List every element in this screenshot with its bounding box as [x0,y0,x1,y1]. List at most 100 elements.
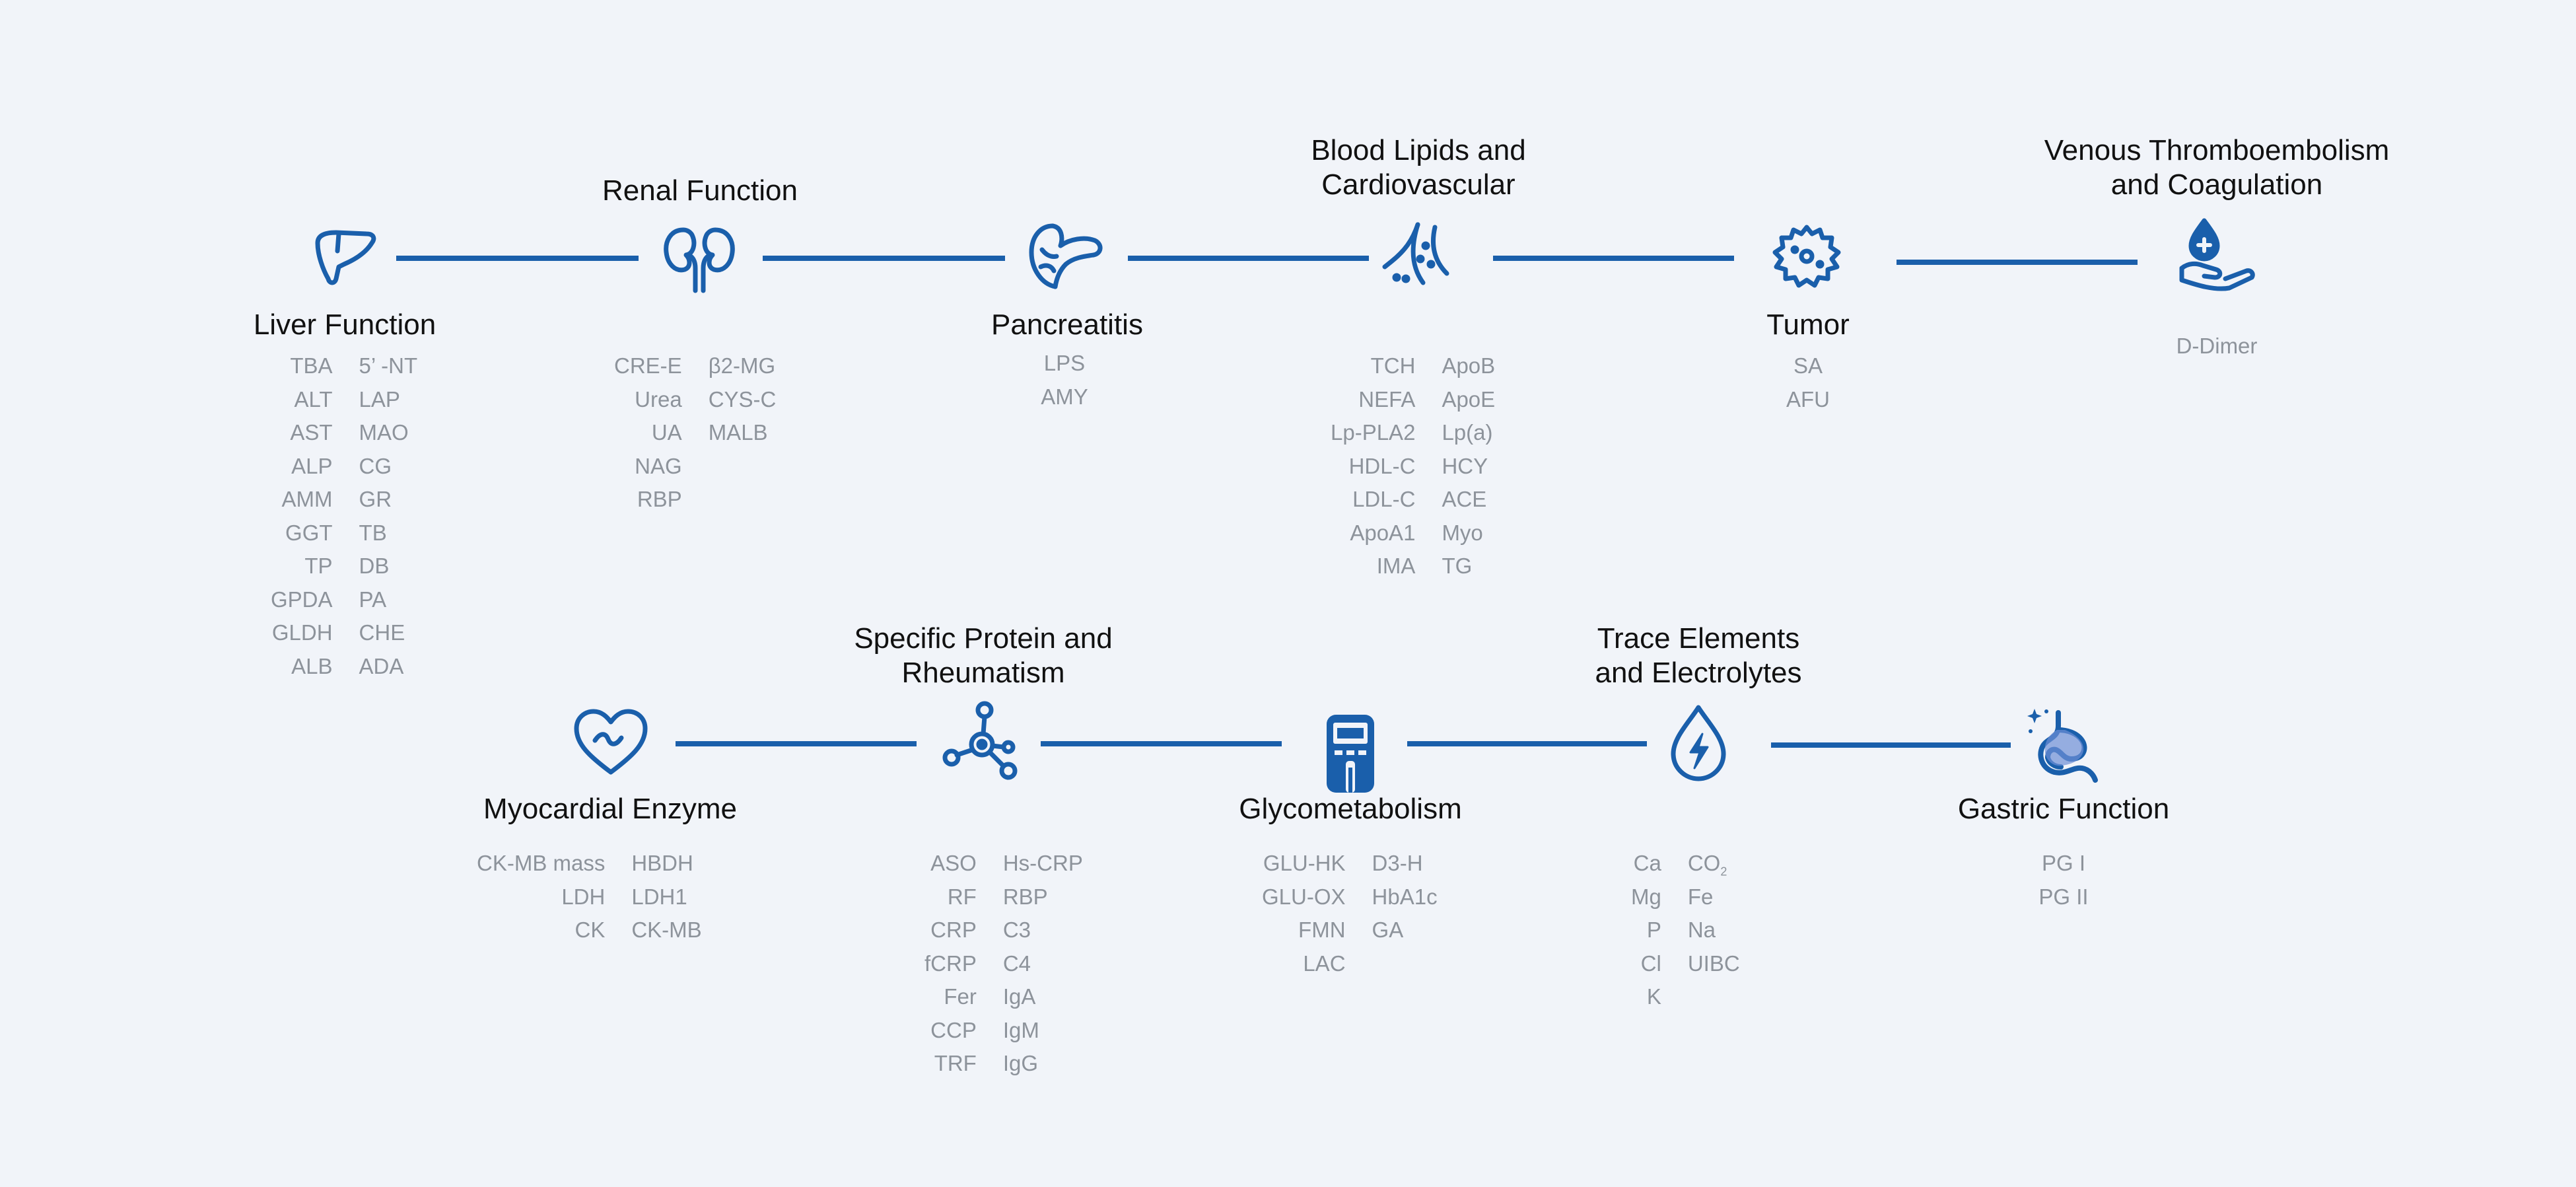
test-item: DB [359,554,390,578]
test-item: Ca [1633,851,1661,875]
test-item: LPS [1043,351,1086,375]
test-item: SA [1793,353,1823,378]
test-item: ApoB [1442,353,1496,378]
test-item: LDH [561,884,606,909]
test-item: LAC [1303,951,1346,976]
test-item: ASO [930,851,977,875]
test-item: UA [651,420,682,445]
renal-function-title: Renal Function [602,174,798,207]
trace-elements-title: Trace Elements and Electrolytes [1595,622,1802,689]
test-item: CK [574,917,606,942]
tumor-title: Tumor [1766,308,1850,341]
test-item: TP [304,554,333,578]
test-item: GLDH [271,620,333,645]
connector-line [1041,741,1282,746]
test-item: LAP [359,386,400,412]
gastric-function-tests: PG I PG II [2038,847,2088,914]
test-item: C3 [1002,917,1031,942]
test-item: Fe [1687,884,1714,909]
blood-drop-hand-icon [2178,217,2257,296]
test-item: CYS-C [708,386,777,412]
test-item: NAG [635,453,682,478]
test-item: CRP [930,917,977,942]
test-item: GA [1372,917,1404,942]
test-item: AMM [281,487,333,511]
test-item: 5’ -NT [359,353,418,378]
glucose-meter-icon [1311,713,1390,793]
test-item: TRF [934,1051,977,1075]
vte-title: Venous Thromboembolism and Coagulation [2044,134,2390,201]
test-item: AST [290,420,333,445]
heart-icon [571,703,650,783]
connector-line [1771,742,2011,748]
test-item: CG [359,453,392,478]
test-item: PG II [2038,884,2089,909]
connector-line [676,741,917,746]
tumor-cell-icon [1767,218,1846,297]
test-item: RBP [637,487,682,511]
test-item: LDH1 [631,884,687,909]
test-item: D-Dimer [2176,334,2258,358]
test-item: TG [1442,554,1473,578]
test-item: ApoE [1442,386,1496,412]
test-item: fCRP [924,951,977,976]
test-item: AFU [1786,386,1830,412]
connector-line [1407,741,1647,746]
test-item: GPDA [271,587,333,612]
test-item: CK-MB [631,917,702,942]
liver-icon [306,218,385,297]
test-item: HCY [1442,453,1488,478]
test-item: TB [359,520,387,545]
kidney-icon [660,218,739,297]
stomach-icon [2024,703,2103,783]
test-item: PG I [2041,851,2086,875]
test-item: IMA [1376,554,1416,578]
specific-protein-title: Specific Protein and Rheumatism [854,622,1113,689]
test-item: IgG [1002,1051,1039,1075]
connector-line [396,256,639,261]
test-item: HBDH [631,851,693,875]
test-item: IgM [1002,1017,1039,1042]
test-item: D3-H [1372,851,1423,875]
test-item: NEFA [1358,386,1416,412]
test-item: C4 [1002,951,1031,976]
molecule-icon [942,701,1022,780]
test-item: Myo [1442,520,1483,545]
vte-tests: D-Dimer [2176,330,2258,363]
pancreas-icon [1026,218,1105,297]
test-item: CK-MB mass [477,851,606,875]
glycometabolism-title: Glycometabolism [1239,793,1462,825]
connector-line [1128,256,1369,261]
test-item: MALB [708,420,768,445]
test-item: ADA [359,653,404,678]
test-list: β2-MG CYS-C MALB [709,349,777,517]
test-item: ALP [291,453,333,478]
test-item: CO2 [1687,851,1727,879]
test-item: GGT [285,520,333,545]
connector-line [1493,256,1734,261]
test-item: TBA [290,353,333,378]
test-item: β2-MG [708,353,776,378]
test-item: GLU-HK [1263,851,1346,875]
gastric-function-title: Gastric Function [1957,793,2170,825]
test-item: Cl [1640,951,1661,976]
test-item: HDL-C [1348,453,1416,478]
test-item: PA [359,587,387,612]
test-list: SA AFU [1786,349,1830,416]
test-item: LDL-C [1352,487,1416,511]
